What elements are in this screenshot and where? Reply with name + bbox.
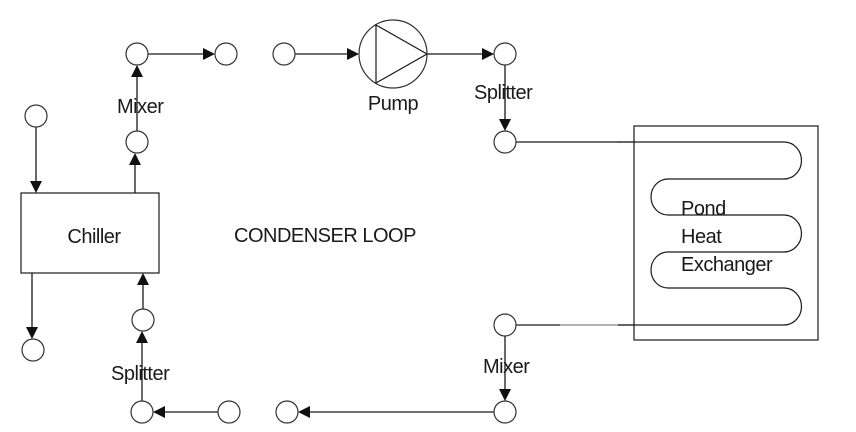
arrow-right-icon [347, 48, 359, 60]
node-pump-inlet[interactable] [272, 42, 296, 66]
node-mixer-inlet[interactable] [125, 130, 149, 154]
node-evap-inlet[interactable] [24, 104, 48, 128]
arrow-down-icon [30, 181, 42, 193]
pond-hx-label-line2: Heat [681, 226, 722, 248]
arrow-left-icon [298, 406, 310, 418]
node-splitter-bottom[interactable] [130, 400, 154, 424]
arrow-up-icon [129, 153, 141, 165]
mixer-top-label: Mixer [117, 96, 164, 118]
node-hx-outlet[interactable] [493, 313, 517, 337]
node-mixer-bottom[interactable] [493, 400, 517, 424]
node-mixer-outlet[interactable] [125, 42, 149, 66]
node-chiller-inlet[interactable] [131, 308, 155, 332]
node-hx-inlet[interactable] [493, 130, 517, 154]
arrow-down-icon [499, 119, 511, 131]
arrow-right-icon [203, 48, 215, 60]
node-evap-outlet[interactable] [21, 338, 45, 362]
arrow-up-icon [136, 331, 148, 343]
pond-hx-label-line1: Pond [681, 198, 726, 220]
splitter-bottom-label: Splitter [111, 363, 170, 385]
arrow-down-icon [499, 389, 511, 401]
arrow-left-icon [153, 406, 165, 418]
pump-icon[interactable] [358, 19, 429, 89]
serpentine-coil [618, 141, 802, 326]
pump-label: Pump [368, 93, 419, 115]
pond-hx-label-line3: Exchanger [681, 254, 773, 276]
arrow-right-icon [482, 48, 494, 60]
chiller-box[interactable] [20, 192, 160, 274]
node-splitter-inlet[interactable] [493, 42, 517, 66]
mixer-bottom-label: Mixer [483, 356, 530, 378]
chiller-label: Chiller [67, 226, 121, 248]
splitter-top-label: Splitter [474, 82, 533, 104]
condenser-loop-title: CONDENSER LOOP [234, 225, 416, 247]
arrow-up-icon [131, 65, 143, 77]
arrow-up-icon [137, 273, 149, 285]
node-mixer-bottom-outlet[interactable] [275, 400, 299, 424]
node-condenser-outlet[interactable] [214, 42, 238, 66]
node-bottom-inlet[interactable] [217, 400, 241, 424]
arrow-down-icon [26, 327, 38, 339]
pond-heat-exchanger-box[interactable] [633, 125, 819, 341]
